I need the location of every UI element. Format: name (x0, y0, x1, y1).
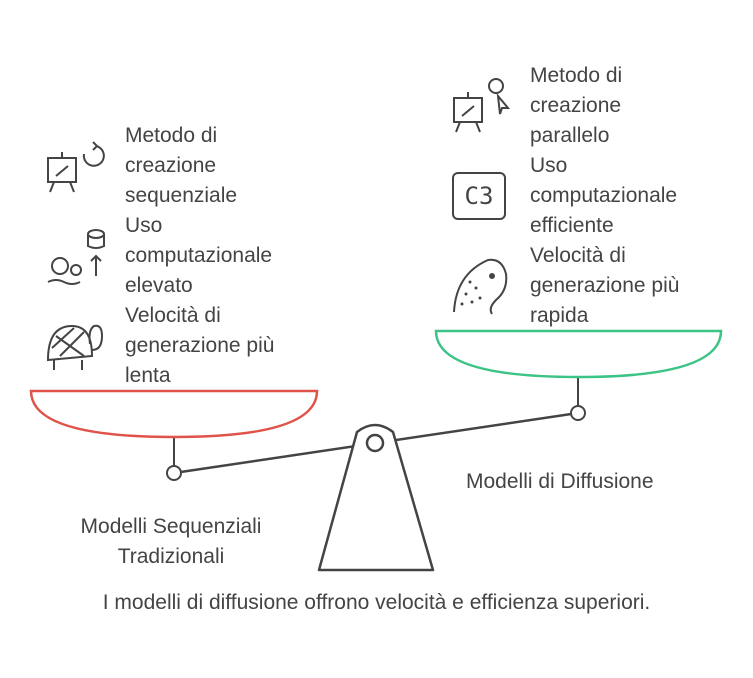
right-pivot (570, 405, 586, 421)
easel-parallel-icon (453, 78, 511, 133)
easel-cycle-icon (47, 141, 105, 193)
fulcrum (317, 423, 435, 572)
cheetah-icon (453, 258, 508, 315)
left-pan (29, 389, 319, 439)
c3-chip-icon: C3 (452, 172, 506, 220)
left-pivot (166, 465, 182, 481)
fulcrum-pin (365, 433, 385, 453)
right-label: Modelli di Diffusione (466, 470, 654, 493)
turtle-icon (46, 324, 104, 370)
footer-caption: I modelli di diffusione offrono velocità… (102, 591, 651, 614)
right-pan (434, 329, 723, 379)
gears-database-icon (47, 229, 105, 285)
